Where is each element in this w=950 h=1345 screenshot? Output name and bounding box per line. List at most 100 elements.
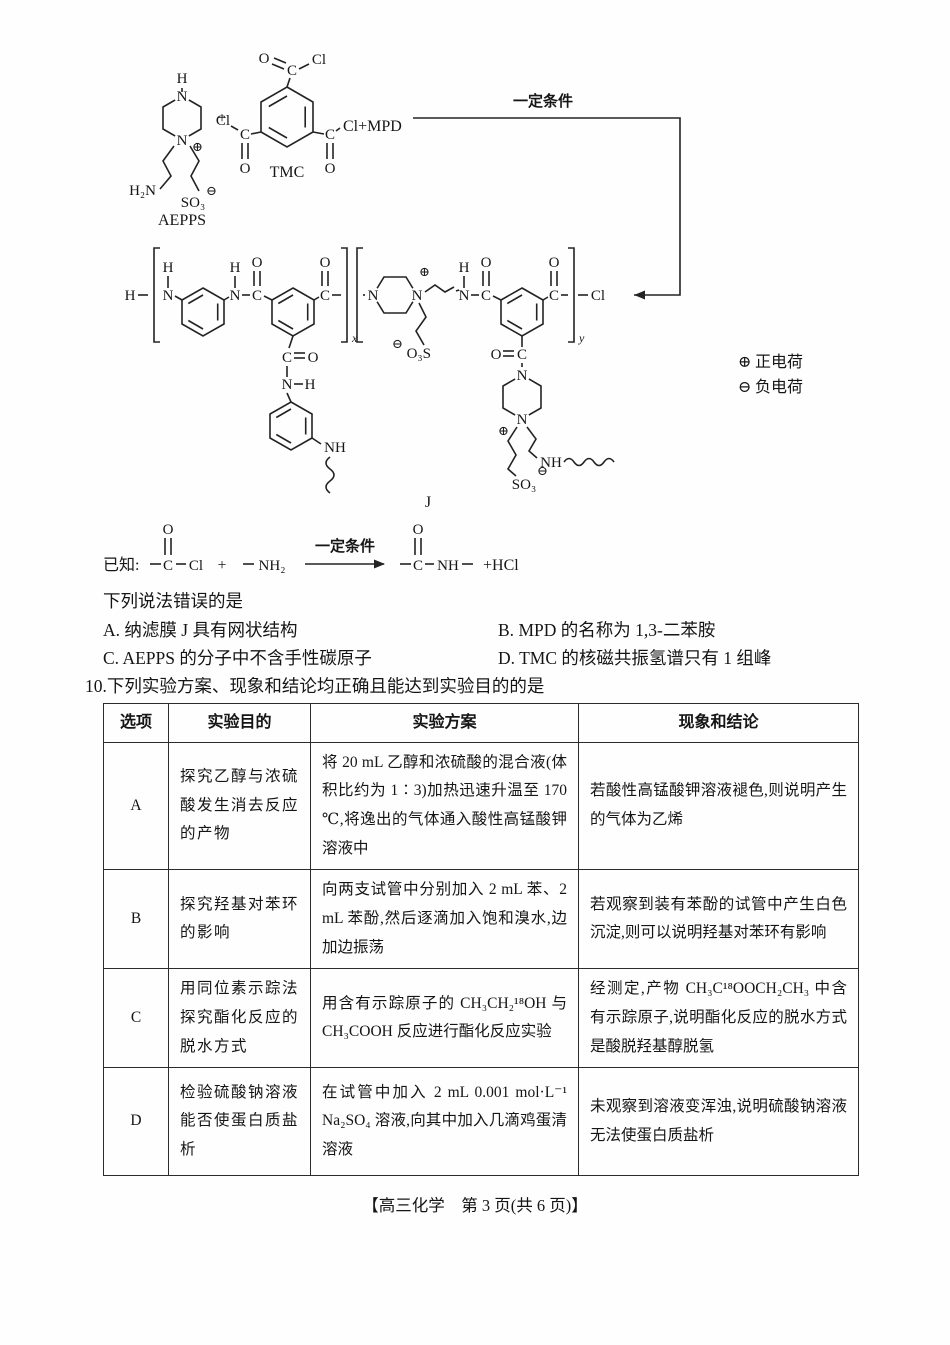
known-prefix: 已知: [103, 556, 139, 574]
atom-n: N [282, 377, 293, 393]
atom-h: H [230, 260, 241, 276]
atom-c: C [325, 127, 335, 143]
plus-charge-icon: ⊕ [738, 354, 751, 371]
table-row: D 检验硫酸钠溶液能否使蛋白质盐析 在试管中加入 2 mL 0.001 mol·… [103, 1067, 859, 1177]
plus-charge-icon: ⊕ [192, 139, 203, 154]
repeat-x-subscript: x [351, 331, 358, 345]
atom-n: N [230, 288, 241, 304]
option-c: C. AEPPS 的分子中不含手性碳原子 [103, 645, 372, 671]
aepps-label: AEPPS [158, 212, 206, 229]
minus-charge-icon: ⊖ [537, 463, 548, 478]
atom-c: C [240, 127, 250, 143]
table-header-row: 选项 实验目的 实验方案 现象和结论 [103, 703, 859, 743]
atom-h: H [305, 377, 316, 393]
option-a-label: A. [103, 620, 121, 640]
option-d-label: D. [498, 648, 516, 668]
option-b-label: B. [498, 620, 515, 640]
minus-charge-icon: ⊖ [392, 336, 403, 351]
atom-o: O [325, 161, 336, 177]
atom-cl: Cl [189, 558, 203, 574]
atom-o: O [252, 255, 263, 271]
atom-o: O [259, 51, 270, 67]
atom-n: N [177, 89, 188, 105]
known-reaction-figure: 已知: C O Cl + NH₂ 一定条件 C O NH +HCl [103, 522, 519, 574]
plus-sign: + [217, 557, 226, 574]
atom-n: N [459, 288, 470, 304]
row-d-option: D [103, 1067, 169, 1177]
table-row: A 探究乙醇与浓硫酸发生消去反应的产物 将 20 mL 乙醇和浓硫酸的混合液(体… [103, 741, 859, 871]
repeat-y-subscript: y [578, 331, 585, 345]
atom-o: O [308, 350, 319, 366]
legend-negative-label: 负电荷 [755, 378, 803, 396]
header-purpose: 实验目的 [168, 703, 311, 743]
atom-h: H [459, 260, 470, 276]
plus-charge-icon: ⊕ [419, 264, 430, 279]
plus-charge-icon: ⊕ [498, 423, 509, 438]
cl-mpd-label: Cl+MPD [343, 118, 402, 135]
question10-number: 10. [85, 676, 107, 696]
atom-n: N [517, 368, 528, 384]
row-d-plan: 在试管中加入 2 mL 0.001 mol·L⁻¹ Na₂SO₄ 溶液,向其中加… [310, 1067, 579, 1177]
row-a-plan: 将 20 mL 乙醇和浓硫酸的混合液(体积比约为 1∶3)加热迅速升温至 170… [310, 741, 579, 871]
table-row: B 探究羟基对苯环的影响 向两支试管中分别加入 2 mL 苯、2 mL 苯酚,然… [103, 869, 859, 970]
atom-c: C [517, 347, 527, 363]
plus-sign: + [217, 110, 226, 127]
atom-c: C [481, 288, 491, 304]
option-d-text: TMC 的核磁共振氢谱只有 1 组峰 [519, 648, 772, 668]
row-d-purpose: 检验硫酸钠溶液能否使蛋白质盐析 [168, 1067, 311, 1177]
row-a-purpose: 探究乙醇与浓硫酸发生消去反应的产物 [168, 741, 311, 871]
row-d-result: 未观察到溶液变浑浊,说明硫酸钠溶液无法使蛋白质盐析 [578, 1067, 859, 1177]
question9-stem: 下列说法错误的是 [103, 591, 243, 611]
hcl-product: +HCl [483, 557, 519, 574]
atom-o: O [491, 347, 502, 363]
atom-nh: NH [437, 558, 459, 574]
atom-h: H [177, 71, 188, 87]
row-c-result: 经测定,产物 CH₃C¹⁸OOCH₂CH₃ 中含有示踪原子,说明酯化反应的脱水方… [578, 968, 859, 1069]
header-plan: 实验方案 [310, 703, 579, 743]
header-result: 现象和结论 [578, 703, 859, 743]
experiment-table: 选项 实验目的 实验方案 现象和结论 A 探究乙醇与浓硫酸发生消去反应的产物 将… [103, 703, 859, 1177]
atom-c: C [282, 350, 292, 366]
tmc-structure: C O Cl C Cl O C O Cl+MPD TMC [216, 51, 402, 181]
polymer-pendant-right: C O N N ⊕ SO₃ ⊖ NH [491, 336, 615, 493]
charge-legend: ⊕ 正电荷 ⊖ 负电荷 [738, 353, 803, 396]
atom-o: O [163, 522, 174, 538]
option-b-text: MPD 的名称为 1,3-二苯胺 [518, 620, 716, 640]
atom-nh: NH [324, 440, 346, 456]
option-b: B. MPD 的名称为 1,3-二苯胺 [498, 617, 715, 643]
atom-c: C [320, 288, 330, 304]
tmc-label: TMC [270, 164, 305, 181]
atom-cl: Cl [312, 52, 326, 68]
atom-o: O [240, 161, 251, 177]
row-b-option: B [103, 869, 169, 970]
row-b-purpose: 探究羟基对苯环的影响 [168, 869, 311, 970]
row-b-result: 若观察到装有苯酚的试管中产生白色沉淀,则可以说明羟基对苯环有影响 [578, 869, 859, 970]
aepps-structure: H N N ⊕ H₂N SO₃ ⊖ AEPPS [129, 71, 217, 229]
atom-o: O [549, 255, 560, 271]
atom-n: N [177, 133, 188, 149]
atom-nh2: NH₂ [259, 558, 286, 574]
atom-n: N [517, 412, 528, 428]
atom-o: O [320, 255, 331, 271]
option-a: A. 纳滤膜 J 具有网状结构 [103, 617, 297, 643]
option-a-text: 纳滤膜 J 具有网状结构 [124, 620, 298, 640]
minus-charge-icon: ⊖ [206, 183, 217, 198]
question10-stem: 10.下列实验方案、现象和结论均正确且能达到实验目的的是 [85, 673, 544, 699]
atom-c: C [549, 288, 559, 304]
atom-n: N [368, 288, 379, 304]
atom-so3: SO₃ [181, 195, 205, 211]
atom-c: C [413, 558, 423, 574]
atom-o: O [413, 522, 424, 538]
table-row: C 用同位素示踪法探究酯化反应的脱水方式 用含有示踪原子的 CH₃CH₂¹⁸OH… [103, 968, 859, 1069]
atom-h: H [125, 288, 136, 304]
page-footer: 【高三化学 第 3 页(共 6 页)】 [362, 1196, 588, 1215]
question10-stem-text: 下列实验方案、现象和结论均正确且能达到实验目的的是 [106, 676, 545, 696]
atom-n: N [163, 288, 174, 304]
atom-so3: SO₃ [512, 477, 536, 493]
polymer-pendant-left: C O N H NH [269, 335, 346, 494]
header-option: 选项 [103, 703, 169, 743]
condition-label: 一定条件 [315, 537, 375, 555]
atom-cl: Cl [591, 288, 605, 304]
atom-c: C [252, 288, 262, 304]
